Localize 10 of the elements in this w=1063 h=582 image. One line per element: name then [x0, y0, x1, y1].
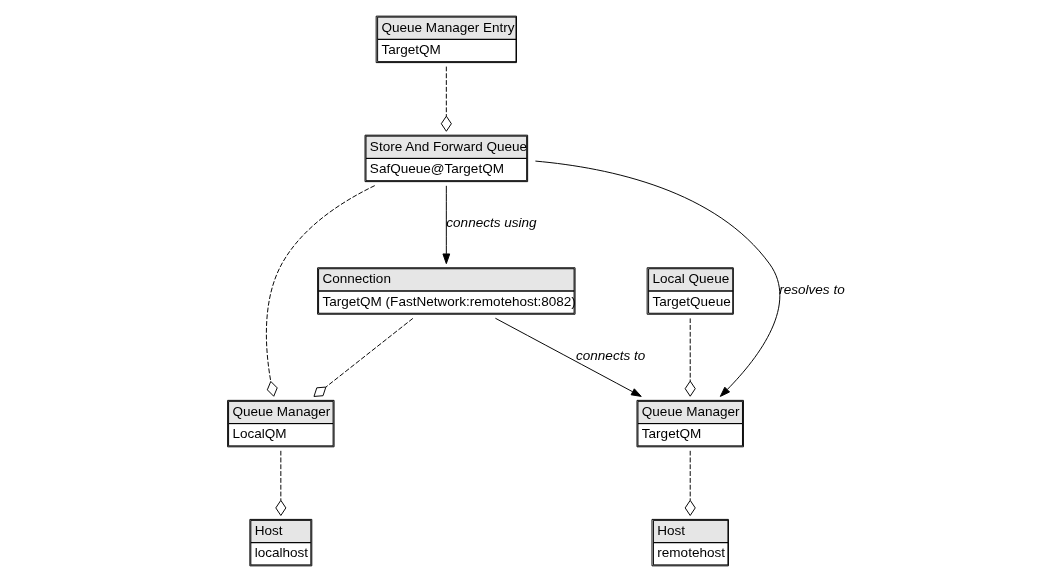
arrow	[442, 185, 451, 265]
connector	[684, 450, 696, 516]
arrow	[494, 317, 642, 397]
connector	[313, 317, 414, 397]
connector	[684, 317, 696, 397]
arrow	[534, 160, 781, 397]
edge-label: connects to	[576, 347, 646, 363]
connector	[265, 185, 376, 397]
connector	[440, 66, 452, 132]
connector	[275, 450, 287, 516]
